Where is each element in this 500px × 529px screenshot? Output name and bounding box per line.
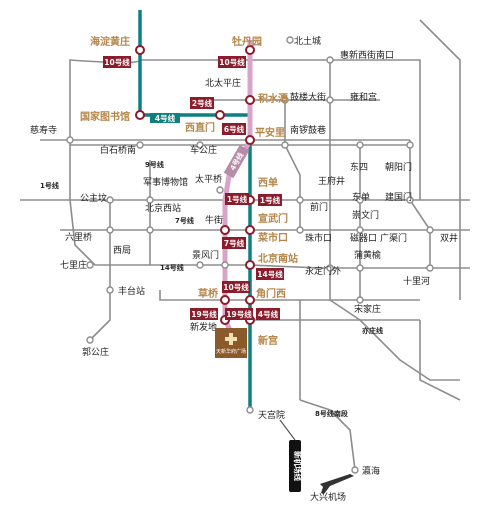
label-songjiazhuang: 宋家庄 [354, 303, 381, 315]
regular-stations [66, 36, 434, 474]
label-dongsi: 东四 [350, 161, 368, 173]
tag-line6: 6号线 [224, 124, 245, 134]
tag-line4-c: 4号线 [258, 309, 279, 319]
label-huixin: 惠新西街南口 [340, 49, 394, 61]
label-guangqumen: 广渠门 [380, 232, 407, 244]
label-gongzhufen: 公主坟 [80, 192, 107, 204]
label-qianmen: 前门 [310, 201, 328, 213]
line-label-14: 14号线 [160, 263, 184, 272]
label-beitaipingzhuang: 北太平庄 [205, 77, 241, 89]
label-jiaomenxi: 角门西 [256, 287, 286, 300]
label-mudanyuan: 牡丹园 [232, 35, 262, 48]
line-label-yizhuang: 亦庄线 [362, 326, 383, 335]
label-xidan: 西单 [258, 176, 278, 189]
airport-express-label: 新机场线 [293, 451, 303, 481]
tag-line7-b: 7号线 [224, 238, 245, 248]
label-baishiqiao: 白石桥南 [100, 144, 136, 156]
label-tiangongyuan: 天宫院 [258, 409, 285, 421]
label-niujie: 牛街 [205, 214, 223, 226]
label-chaoyangmen: 朝阳门 [385, 161, 412, 173]
label-nanluoguxiang: 南锣鼓巷 [290, 124, 326, 136]
label-dongdan: 东单 [352, 191, 370, 203]
label-taipingqiao: 太平桥 [195, 173, 222, 185]
label-puhuangyu: 蒲黄榆 [354, 249, 381, 261]
label-wangfujing: 王府井 [318, 175, 345, 187]
logo-cross-icon [225, 333, 237, 345]
airport-express-bar [289, 440, 301, 492]
line-label-7: 7号线 [175, 216, 194, 225]
airplane-icon [320, 474, 354, 494]
label-xinfadi: 新发地 [190, 321, 217, 333]
label-fengtaizhan: 丰台站 [118, 285, 145, 297]
label-jishuitan: 积水潭 [258, 92, 288, 105]
tag-line19-b: 19号线 [226, 309, 252, 319]
tag-line2: 2号线 [192, 98, 213, 108]
label-xiju: 西局 [113, 245, 131, 256]
label-cishousi: 慈寿寺 [30, 124, 57, 136]
transfer-stations [135, 45, 255, 325]
label-yongdingmenwai: 永定门外 [305, 265, 341, 277]
line-label-1: 1号线 [40, 181, 59, 190]
label-liuliqiao: 六里桥 [65, 231, 92, 243]
tag-line14-b: 14号线 [257, 269, 283, 279]
tag-line1-b: 1号线 [227, 194, 248, 204]
label-guloudajie: 鼓楼大街 [290, 91, 326, 103]
tag-line10-b: 10号线 [219, 57, 245, 67]
label-beijingnanzhan: 北京南站 [258, 252, 298, 265]
label-shilihe: 十里河 [403, 275, 430, 287]
label-beitucheng: 北土城 [294, 35, 321, 47]
label-chongwenmen: 崇文门 [352, 209, 379, 221]
tag-line10-c: 10号线 [223, 282, 249, 292]
label-guojia-tushuguan: 国家图书馆 [80, 110, 130, 123]
label-yinghai: 瀛海 [362, 465, 380, 477]
label-junshi: 军事博物馆 [143, 176, 188, 188]
label-beijingxizhan: 北京西站 [145, 202, 181, 214]
tag-line4-pink-rotated: 4号线 [223, 144, 250, 179]
label-xuanwumen: 宣武门 [258, 212, 288, 225]
label-daxingjichang: 大兴机场 [310, 491, 346, 503]
airport-connector [279, 419, 296, 441]
label-chegongzhuang: 车公庄 [190, 144, 217, 156]
tag-line4-bar: 4号线 [155, 113, 176, 123]
logo-name: 天新华府广场 [216, 348, 246, 355]
label-jianguomen: 建国门 [385, 191, 412, 203]
tag-line10-a: 10号线 [104, 57, 130, 67]
label-jingfengmen: 景风门 [192, 249, 219, 261]
line-tags: 10号线 10号线 2号线 4号线 6号线 1号线 1号线 7号线 14号线 1… [103, 56, 284, 320]
label-ciqikou: 磁器口 [350, 232, 377, 244]
label-caishikou: 菜市口 [257, 231, 288, 244]
label-zhushikou: 珠市口 [305, 232, 332, 244]
label-guogongzhuang: 郭公庄 [82, 346, 109, 358]
label-xizhimen: 西直门 [185, 121, 215, 134]
line-label-9: 9号线 [145, 160, 164, 169]
tag-line1-a: 1号线 [260, 195, 281, 205]
label-qilizhuang: 七里庄 [60, 259, 87, 271]
label-shuangjing: 双井 [440, 232, 458, 244]
label-caoqiao: 草桥 [198, 287, 219, 300]
station-labels: 海淀黄庄 牡丹园 北土城 惠新西街南口 北太平庄 积水潭 鼓楼大街 雍和宫 国家… [30, 35, 458, 503]
project-logo: 天新华府广场 [215, 328, 247, 358]
label-yonghegong: 雍和宫 [350, 91, 377, 103]
tag-line19-a: 19号线 [191, 309, 217, 319]
label-pinganli: 平安里 [255, 126, 285, 139]
label-haidian: 海淀黄庄 [90, 35, 130, 48]
line-label-8-south: 8号线南段 [315, 409, 348, 418]
label-xingong: 新宫 [258, 334, 278, 347]
